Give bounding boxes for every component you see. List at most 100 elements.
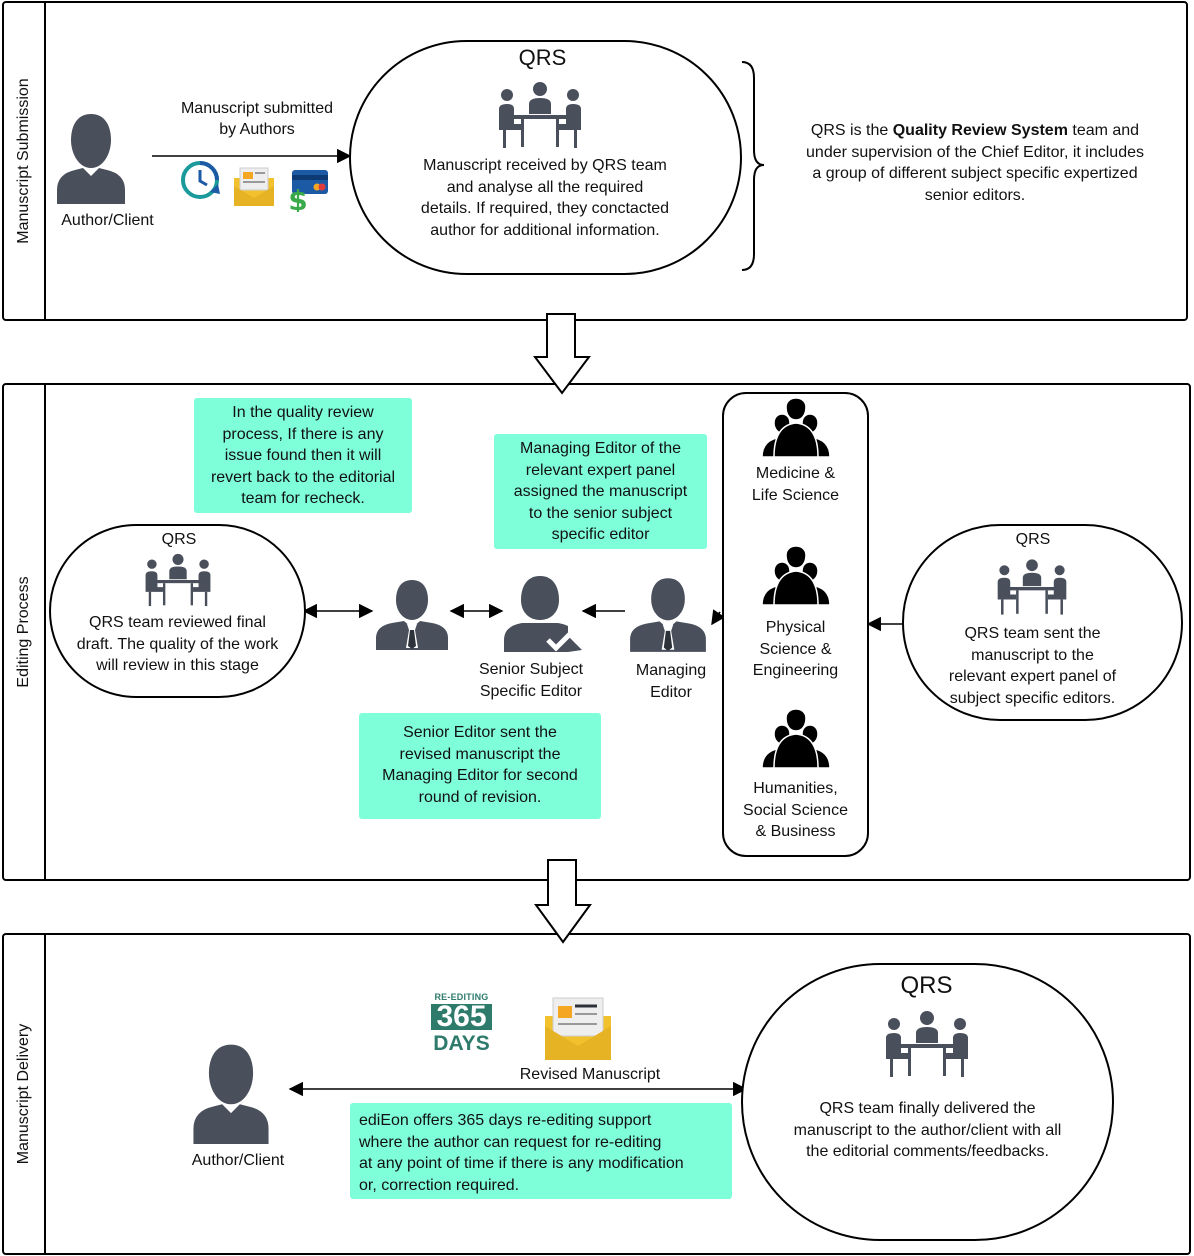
panel-label-medicine: Medicine & Life Science <box>722 463 869 506</box>
qrs-title: QRS <box>161 531 197 548</box>
text-line: Physical <box>765 619 826 636</box>
text-line: Editor <box>650 683 692 701</box>
text-line: relevant expert panel <box>525 461 676 479</box>
text-line: round of revision. <box>418 788 542 806</box>
panel-label-humanities: Humanities, Social Science & Business <box>722 778 869 843</box>
note-senior-editor: Senior Editor sent the revised manuscrip… <box>359 713 601 819</box>
text-line: & Business <box>755 823 836 840</box>
text-line: at any point of time if there is any mod… <box>359 1155 684 1172</box>
arrow-label-line-1: Manuscript submitted <box>180 100 334 117</box>
qrs-title: QRS <box>900 972 953 999</box>
lane-title: Editing Process <box>15 576 32 688</box>
text-span: QRS is the <box>810 122 893 139</box>
lane-side-bar: Manuscript Delivery <box>4 935 46 1253</box>
text-line: ediEon offers 365 days re-editing suppor… <box>359 1112 652 1129</box>
text-line: Managing <box>635 662 707 679</box>
note-365-days-support: ediEon offers 365 days re-editing suppor… <box>350 1103 732 1199</box>
panel-label-physical: Physical Science & Engineering <box>722 617 869 682</box>
text-line: draft. The quality of the work <box>76 635 279 653</box>
text-line: issue found then it will <box>224 447 382 464</box>
text-line: Engineering <box>752 662 839 679</box>
managing-editor-label: Managing Editor <box>615 660 727 703</box>
badge-top-text: RE-EDITING <box>434 992 489 1002</box>
text-line: and analyse all the required <box>446 178 644 196</box>
lane-side-bar: Editing Process <box>4 385 46 879</box>
text-line: Senior Subject <box>478 661 584 678</box>
qrs-dispatch-node <box>902 524 1183 721</box>
text-bold: Quality Review System <box>892 122 1068 139</box>
qrs-delivery-node <box>741 963 1114 1241</box>
note-quality-review: In the quality review process, If there … <box>194 398 412 513</box>
qrs-dispatch-description: QRS team sent the manuscript to the rele… <box>910 623 1155 709</box>
badge-number-box: 365 <box>431 1000 492 1033</box>
lane-title: Manuscript Delivery <box>15 1023 32 1165</box>
author-client-icon <box>193 1044 269 1144</box>
qrs-delivery-description: QRS team finally delivered the manuscrip… <box>760 1098 1095 1163</box>
text-line: senior editors. <box>924 186 1026 204</box>
arrow-label-line-2: by Authors <box>219 121 295 138</box>
text-line: subject specific editors. <box>949 689 1116 707</box>
group-people-icon <box>761 397 831 458</box>
text-line: Humanities, <box>753 780 838 797</box>
text-line: where the author can request for re-edit… <box>359 1133 662 1151</box>
note-managing-editor: Managing Editor of the relevant expert p… <box>494 434 707 549</box>
text-line: assigned the manuscript <box>513 483 688 500</box>
managing-editor-icon <box>630 578 706 652</box>
text-line: manuscript to the author/client with all <box>793 1121 1062 1139</box>
editor-person-icon <box>376 580 448 650</box>
text-line: will review in this stage <box>96 657 259 674</box>
text-line: Managing Editor for second <box>382 767 578 784</box>
meeting-team-icon <box>499 82 581 148</box>
group-people-icon <box>761 708 831 769</box>
text-line: a group of different subject specific ex… <box>812 165 1138 182</box>
meeting-team-icon <box>886 1011 968 1077</box>
text-line: details. If required, they conctacted <box>420 200 670 217</box>
text-line: team for recheck. <box>241 490 365 507</box>
text-line: or, correction required. <box>359 1176 520 1194</box>
meeting-team-icon <box>145 553 211 607</box>
badge-bottom-text: DAYS <box>433 1032 490 1055</box>
text-span: team and <box>1067 122 1140 139</box>
group-people-icon <box>761 545 831 606</box>
text-line: revert back to the editorial <box>210 468 396 486</box>
qrs-review-description: QRS team reviewed final draft. The quali… <box>55 612 300 677</box>
text-line: specific editor <box>551 526 650 543</box>
re-editing-365-badge: RE-EDITING 365 DAYS <box>431 992 492 1062</box>
payment-dollar-icon: $ <box>288 170 328 212</box>
text-line: Manuscript received by QRS team <box>423 157 667 174</box>
senior-editor-check-icon <box>504 576 582 652</box>
badge-number: 365 <box>436 1000 487 1033</box>
text-line: Social Science <box>743 801 848 819</box>
text-line: author for additional information. <box>430 221 660 239</box>
text-line: process, If there is any <box>222 425 384 443</box>
text-line: Managing Editor of the <box>520 440 681 457</box>
revised-manuscript-envelope-icon <box>545 997 611 1060</box>
text-line: the editorial comments/feedbacks. <box>806 1143 1049 1160</box>
qrs-title: QRS <box>518 45 567 70</box>
clock-icon <box>181 161 220 199</box>
text-line: under supervision of the Chief Editor, i… <box>806 143 1144 161</box>
meeting-team-icon <box>997 559 1067 615</box>
lane-side-bar: Manuscript Submission <box>4 3 46 319</box>
expert-panels-container <box>722 392 869 857</box>
text-line: manuscript to the <box>971 646 1094 664</box>
text-line: to the senior subject <box>528 504 673 522</box>
text-line: Medicine & <box>755 465 836 482</box>
text-line: QRS is the Quality Review System team an… <box>770 120 1180 142</box>
qrs-review-node <box>49 524 306 698</box>
qrs-title: QRS <box>1015 531 1051 548</box>
text-line: Senior Editor sent the <box>403 724 557 741</box>
text-line: In the quality review <box>232 404 374 421</box>
text-line: QRS team sent the <box>964 625 1101 642</box>
author-client-icon <box>57 114 125 204</box>
text-line: relevant expert panel of <box>948 668 1117 685</box>
qrs-definition-text: QRS is the Quality Review System team an… <box>770 120 1180 206</box>
text-line: Science & <box>759 640 832 658</box>
author-client-label: Author/Client <box>191 1152 285 1169</box>
qrs-description: Manuscript received by QRS team and anal… <box>360 155 730 241</box>
text-line: Specific Editor <box>479 682 583 700</box>
text-line: QRS team finally delivered the <box>819 1100 1036 1117</box>
lane-title: Manuscript Submission <box>15 78 32 244</box>
revised-manuscript-label: Revised Manuscript <box>519 1066 661 1083</box>
qrs-submission-node <box>349 40 742 275</box>
